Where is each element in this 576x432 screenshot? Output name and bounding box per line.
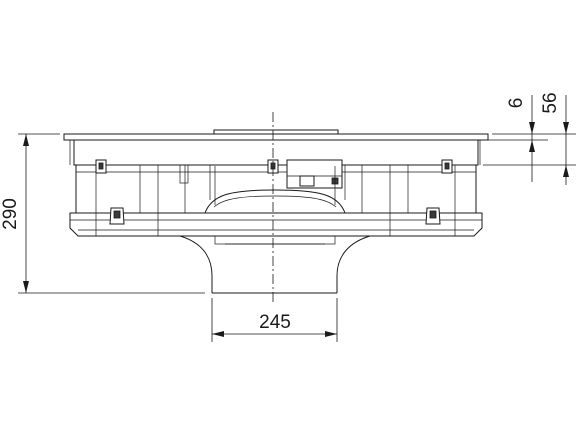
housing-body (73, 140, 479, 214)
terminal-box (179, 159, 343, 189)
clip-right-top (441, 159, 453, 174)
dimension-290: 290 (0, 133, 205, 294)
dimension-245-label: 245 (259, 312, 291, 333)
outlet-nozzle (179, 235, 371, 294)
dimension-245: 245 (211, 298, 338, 342)
clip-left-bottom (109, 207, 125, 225)
clip-left-top (95, 159, 107, 174)
clip-right-bottom (425, 207, 441, 225)
dimension-290-label: 290 (0, 198, 21, 230)
dimension-56: 56 (483, 92, 576, 185)
dimension-56-label: 56 (540, 92, 561, 113)
motor-dome (204, 166, 346, 214)
base-ring (69, 212, 483, 237)
cover-plate (63, 129, 489, 165)
dimension-6-label: 6 (506, 98, 527, 109)
dimension-6: 6 (485, 95, 576, 182)
